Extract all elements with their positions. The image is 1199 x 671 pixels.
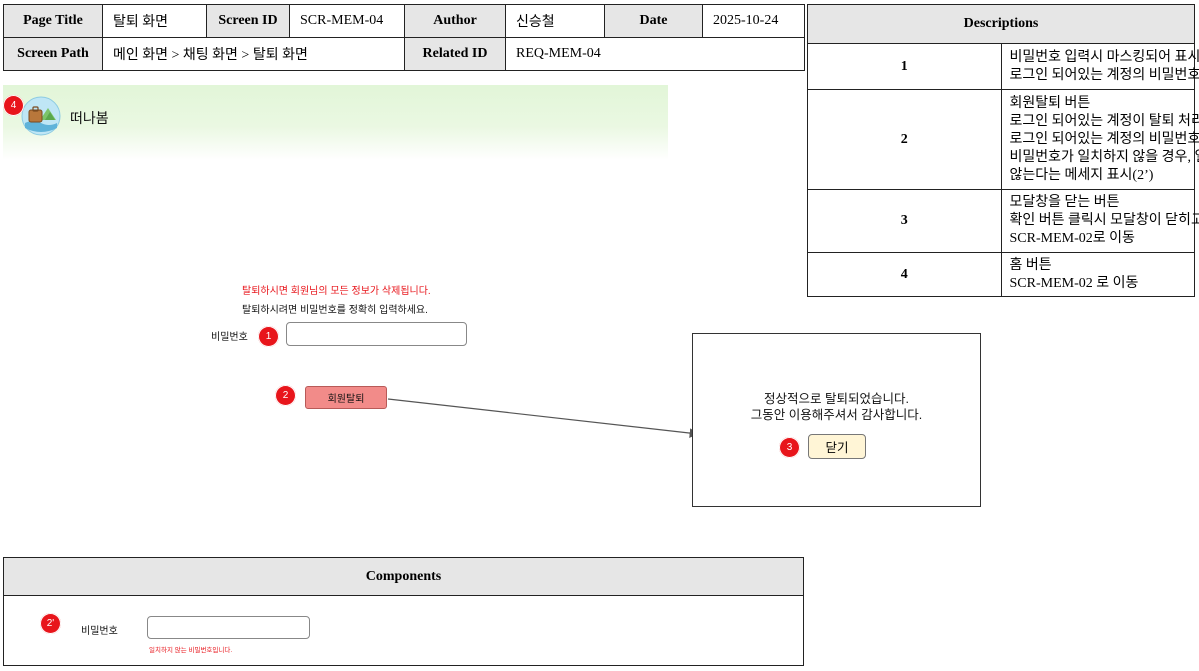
- app-name: 떠나봄: [70, 110, 109, 126]
- description-number: 4: [807, 252, 1002, 297]
- description-line: SCR-MEM-02 로 이동: [1009, 275, 1139, 291]
- description-text: 회원탈퇴 버튼 로그인 되어있는 계정이 탈퇴 처리 로그인 되어있는 계정의 …: [1000, 89, 1199, 190]
- description-line: 회원탈퇴 버튼: [1009, 95, 1091, 111]
- description-line: 모달창을 닫는 버튼: [1009, 195, 1120, 210]
- password-label: 비밀번호: [211, 332, 248, 343]
- description-line: 확인 버튼 클릭시 모달창이 닫히고: [1009, 213, 1199, 228]
- description-number: 2: [807, 89, 1002, 190]
- related-id-label: Related ID: [404, 37, 506, 71]
- author: 신승철: [505, 4, 605, 38]
- description-text: 홈 버튼 SCR-MEM-02 로 이동: [1000, 252, 1195, 297]
- page-title-label: Page Title: [3, 4, 103, 38]
- withdraw-instruction: 탈퇴하시려면 비밀번호를 정확히 입력하세요.: [242, 305, 428, 316]
- description-line: SCR-MEM-02로 이동: [1009, 231, 1135, 246]
- descriptions-table: Descriptions 1 비밀번호 입력시 마스킹되어 표시 로그인 되어있…: [807, 4, 1199, 297]
- withdraw-button[interactable]: 회원탈퇴: [305, 386, 387, 409]
- screen-path-label: Screen Path: [3, 37, 103, 71]
- date: 2025-10-24: [702, 4, 805, 38]
- component-password-input[interactable]: [147, 616, 310, 639]
- author-label: Author: [404, 4, 506, 38]
- description-number: 3: [807, 189, 1002, 253]
- withdraw-warning: 탈퇴하시면 회원님의 모든 정보가 삭제됩니다.: [242, 286, 431, 297]
- description-text: 비밀번호 입력시 마스킹되어 표시 로그인 되어있는 계정의 비밀번호 입력: [1000, 43, 1199, 90]
- modal-message-line-2: 그동안 이용해주셔서 감사합니다.: [750, 408, 923, 422]
- description-line: 않는다는 메세지 표시(2’): [1009, 167, 1154, 183]
- marker-2: 2: [275, 385, 296, 406]
- home-logo-icon[interactable]: [21, 96, 61, 136]
- components-panel: Components 2' 비밀번호 일치하지 않는 비밀번호입니다.: [3, 557, 804, 666]
- description-line: 로그인 되어있는 계정의 비밀번호와 입력한: [1009, 131, 1199, 147]
- date-label: Date: [604, 4, 703, 38]
- marker-1: 1: [258, 326, 279, 347]
- components-title: Components: [4, 558, 803, 596]
- marker-4: 4: [3, 95, 24, 116]
- related-id: REQ-MEM-04: [505, 37, 805, 71]
- description-line: 비밀번호가 일치하지 않을 경우, 일치하지: [1009, 149, 1199, 165]
- app-header: 떠나봄: [3, 85, 668, 160]
- page-title: 탈퇴 화면: [102, 4, 207, 38]
- screen-path: 메인 화면 > 채팅 화면 > 탈퇴 화면: [102, 37, 405, 71]
- description-line: 로그인 되어있는 계정이 탈퇴 처리: [1009, 113, 1199, 129]
- component-password-label: 비밀번호: [81, 626, 118, 637]
- password-input[interactable]: [286, 322, 467, 346]
- marker-2-prime: 2': [40, 613, 61, 634]
- description-number: 1: [807, 43, 1002, 90]
- screen-id: SCR-MEM-04: [289, 4, 405, 38]
- description-line: 로그인 되어있는 계정의 비밀번호 입력: [1009, 67, 1199, 83]
- screen-id-label: Screen ID: [206, 4, 290, 38]
- password-mismatch-error: 일치하지 않는 비밀번호입니다.: [149, 647, 233, 654]
- modal-message-line-1: 정상적으로 탈퇴되었습니다.: [764, 392, 909, 406]
- modal-close-button[interactable]: 닫기: [808, 434, 866, 459]
- spec-header-table: Page Title 탈퇴 화면 Screen ID SCR-MEM-04 Au…: [3, 4, 805, 71]
- descriptions-title: Descriptions: [807, 4, 1195, 44]
- withdraw-complete-modal: 정상적으로 탈퇴되었습니다. 그동안 이용해주셔서 감사합니다. 3 닫기: [692, 333, 981, 507]
- description-text: 모달창을 닫는 버튼 확인 버튼 클릭시 모달창이 닫히고 SCR-MEM-02…: [1000, 189, 1199, 253]
- marker-3: 3: [779, 437, 800, 458]
- description-line: 비밀번호 입력시 마스킹되어 표시: [1009, 49, 1199, 65]
- description-line: 홈 버튼: [1009, 257, 1052, 273]
